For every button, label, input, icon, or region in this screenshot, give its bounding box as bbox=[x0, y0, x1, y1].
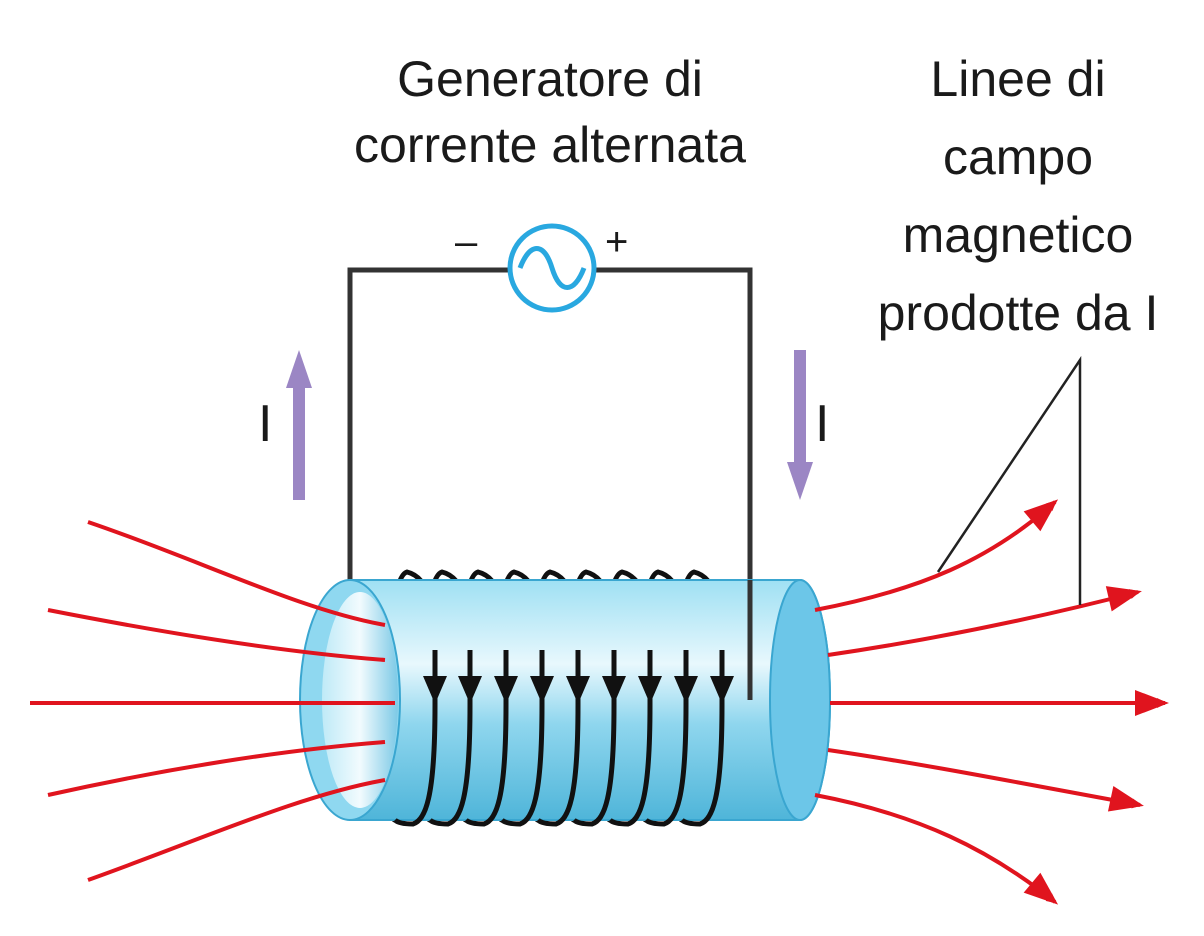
field-lines-label-line: Linee di bbox=[930, 51, 1106, 107]
field-line-arrow bbox=[827, 589, 1140, 657]
current-label-left: I bbox=[258, 395, 273, 453]
field-line bbox=[47, 740, 386, 797]
field-line bbox=[47, 608, 386, 662]
field-line-arrowhead bbox=[1105, 586, 1142, 612]
coil-turn-front bbox=[536, 650, 581, 827]
coil-current-arrow bbox=[423, 676, 447, 704]
generator-label-line: corrente alternata bbox=[354, 117, 746, 173]
coil-turn-front bbox=[608, 650, 653, 827]
coil-turn-front bbox=[572, 650, 617, 827]
coil-turn-front bbox=[500, 650, 545, 827]
field-line-arrowhead bbox=[1135, 690, 1169, 716]
field-line-arrow bbox=[814, 793, 1057, 904]
coil-current-arrow bbox=[602, 676, 626, 704]
coil-current-arrow bbox=[710, 676, 734, 704]
current-arrow-down bbox=[787, 350, 813, 500]
field-line-arrowhead bbox=[1023, 499, 1059, 532]
callout-lines bbox=[936, 355, 1082, 605]
coil-front bbox=[393, 650, 734, 827]
field-lines bbox=[30, 499, 1169, 905]
coil-current-arrow bbox=[638, 676, 662, 704]
minus-sign: – bbox=[455, 220, 478, 264]
field-lines-label-line: campo bbox=[942, 129, 1094, 185]
coil-current-arrow bbox=[674, 676, 698, 704]
coil-current-arrow bbox=[458, 676, 482, 704]
current-label-right: I bbox=[815, 395, 830, 453]
coil-turn-front bbox=[680, 650, 725, 827]
ac-source-icon bbox=[507, 223, 597, 313]
coil-turn-front bbox=[428, 650, 473, 827]
coil-turn-front bbox=[644, 650, 689, 827]
generator-label: Generatore di corrente alternata bbox=[330, 54, 770, 186]
coil-current-arrow bbox=[566, 676, 590, 704]
field-line-arrow bbox=[827, 748, 1142, 809]
field-line bbox=[87, 520, 386, 627]
plus-sign: + bbox=[605, 220, 629, 264]
field-line-arrow bbox=[814, 500, 1057, 612]
field-line bbox=[87, 778, 386, 882]
coil-turn-front bbox=[393, 650, 438, 827]
field-lines-label-line: magnetico bbox=[902, 207, 1134, 263]
coil-current-arrow bbox=[530, 676, 554, 704]
coil-turn-front bbox=[464, 650, 509, 827]
generator-label-line: Generatore di bbox=[397, 51, 703, 107]
field-line-arrowhead bbox=[1107, 786, 1144, 812]
current-arrow-up bbox=[286, 350, 312, 500]
circuit-wire bbox=[347, 267, 753, 700]
coil-current-arrow bbox=[494, 676, 518, 704]
field-lines-label: Linee di campo magnetico prodotte da I bbox=[848, 54, 1188, 366]
field-lines-label-line: prodotte da I bbox=[877, 285, 1159, 341]
field-line-arrowhead bbox=[1023, 872, 1059, 905]
